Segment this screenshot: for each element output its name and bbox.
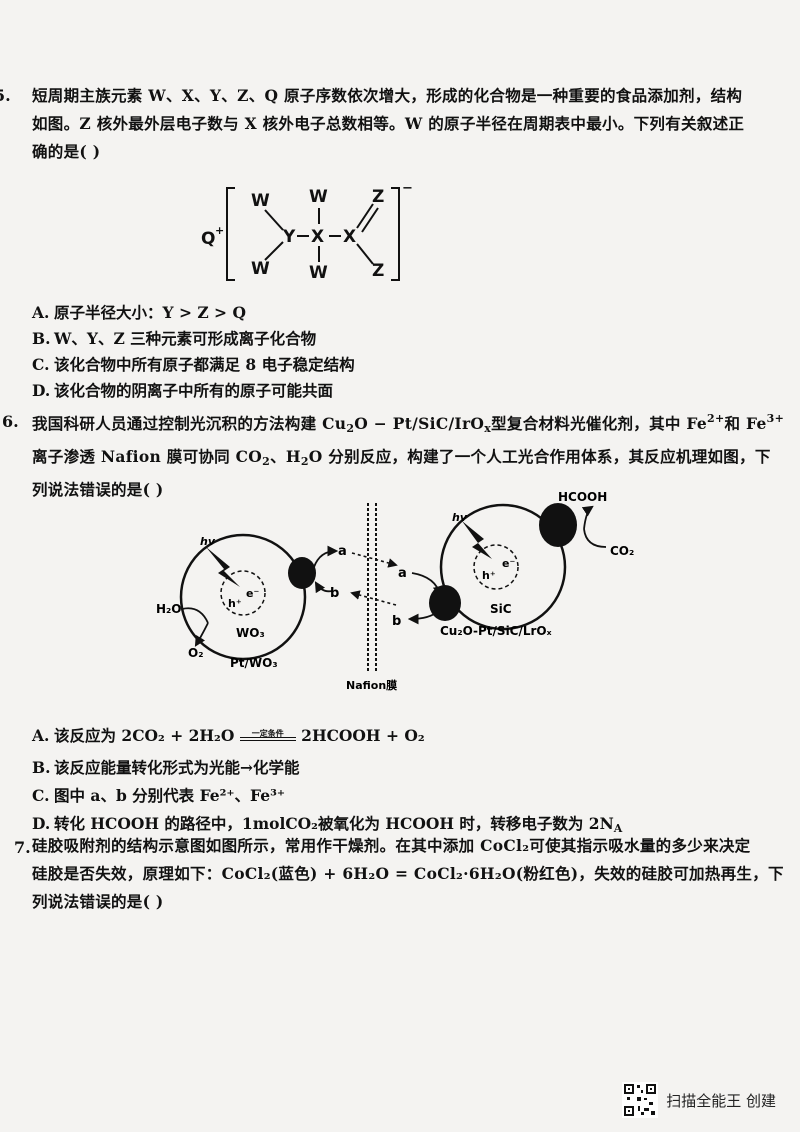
option-label: B. <box>32 329 51 348</box>
text-run: 我国科研人员通过控制光沉积的方法构建 Cu <box>32 414 347 433</box>
option-label: B. <box>32 758 51 777</box>
option-text: 转化 HCOOH 的路径中，1molCO₂被氧化为 HCOOH 时，转移电子数为… <box>54 814 614 833</box>
question-7-line: 硅胶吸附剂的结构示意图如图所示，常用作干燥剂。在其中添加 CoCl₂可使其指示吸… <box>32 836 751 855</box>
pt-cocatalyst-right <box>539 503 577 547</box>
q6-option-c: C.图中 a、b 分别代表 Fe²⁺、Fe³⁺ <box>32 784 285 808</box>
option-label: D. <box>32 814 51 833</box>
cu2o-cocatalyst <box>429 585 461 621</box>
question-7-number: 7. <box>14 838 31 857</box>
question-7-line: 硅胶是否失效，原理如下：CoCl₂(蓝色) + 6H₂O = CoCl₂·6H₂… <box>32 864 784 883</box>
q6-option-b: B.该反应能量转化形式为光能→化学能 <box>32 756 300 780</box>
atom-w: W <box>251 191 270 211</box>
co2-label: CO₂ <box>610 544 634 558</box>
option-label: D. <box>32 381 51 400</box>
question-6-number: 6. <box>2 412 19 431</box>
option-label: A. <box>32 303 50 322</box>
electron-label: e⁻ <box>246 587 259 600</box>
wo3-label: WO₃ <box>236 626 265 640</box>
q6-option-a: A.该反应为 2CO₂ + 2H₂O 一定条件 2HCOOH + O₂ <box>32 724 425 748</box>
hv-label: hv <box>200 535 216 548</box>
atom-z: Z <box>372 261 384 281</box>
subscript-a: A <box>613 822 623 835</box>
question-6-stem: 我国科研人员通过控制光沉积的方法构建 Cu2O − Pt/SiC/IrOx型复合… <box>32 405 786 504</box>
atom-x: X <box>311 227 324 247</box>
sic-inner-dashed <box>473 544 519 590</box>
label-a-left: a <box>338 544 347 559</box>
atom-w: W <box>309 263 328 283</box>
option-text: 该反应能量转化形式为光能→化学能 <box>54 758 300 777</box>
question-5-line: 如图。Z 核外最外层电子数与 X 核外电子总数相等。W 的原子半径在周期表中最小… <box>32 114 745 133</box>
atom-y: Y <box>282 227 296 247</box>
o2-label: O₂ <box>188 646 203 660</box>
label-b-left: b <box>330 586 339 601</box>
question-6-line: 我国科研人员通过控制光沉积的方法构建 Cu2O − Pt/SiC/IrOx型复合… <box>32 412 785 435</box>
watermark-text: 扫描全能王 创建 <box>666 1091 776 1110</box>
wo3-particle <box>179 533 307 661</box>
q5-option-c: C.该化合物中所有原子都满足 8 电子稳定结构 <box>32 353 355 377</box>
pt-wo3-label: Pt/WO₃ <box>230 656 278 670</box>
equation-left: 2CO₂ + 2H₂O <box>121 726 235 745</box>
electron-label: e⁻ <box>502 557 515 570</box>
text-run: O − Pt/SiC/IrO <box>354 414 485 433</box>
anion-charge: − <box>402 181 413 196</box>
atom-x: X <box>343 227 356 247</box>
hv-label: hv <box>452 511 468 524</box>
text-run: 和 Fe <box>724 414 767 433</box>
label-b-right: b <box>392 614 401 629</box>
text-run: 离子渗透 Nafion 膜可协同 CO <box>32 447 263 466</box>
hole-label: h⁺ <box>482 569 496 582</box>
question-7-stem: 硅胶吸附剂的结构示意图如图所示，常用作干燥剂。在其中添加 CoCl₂可使其指示吸… <box>32 832 786 916</box>
atom-w: W <box>309 187 328 207</box>
condition-text: 一定条件 <box>251 728 284 738</box>
option-text: W、Y、Z 三种元素可形成离子化合物 <box>54 329 317 348</box>
cation-charge: + <box>215 224 224 237</box>
q6-option-d: D.转化 HCOOH 的路径中，1molCO₂被氧化为 HCOOH 时，转移电子… <box>32 812 622 841</box>
atom-w: W <box>251 259 270 279</box>
text-run: O 分别反应，构建了一个人工光合作用体系，其反应机理如图，下 <box>308 447 771 466</box>
membrane-label: Nafion膜 <box>346 678 397 692</box>
hcooh-label: HCOOH <box>558 490 607 504</box>
question-5-line: 短周期主族元素 W、X、Y、Z、Q 原子序数依次增大，形成的化合物是一种重要的食… <box>32 86 743 105</box>
option-label: C. <box>32 786 50 805</box>
label-a-right: a <box>398 566 407 581</box>
h2o-label: H₂O <box>156 602 182 616</box>
option-text: 该反应为 <box>54 726 117 745</box>
photocatalysis-diagram: hv h⁺ e⁻ WO₃ Pt/WO₃ H₂O O₂ a b Nafion膜 a… <box>156 490 634 692</box>
option-text: 该化合物的阴离子中所有的原子可能共面 <box>54 381 334 400</box>
option-text: 该化合物中所有原子都满足 8 电子稳定结构 <box>54 355 355 374</box>
question-6-line: 列说法错误的是( ) <box>32 480 164 499</box>
text-run: 、H <box>270 447 301 466</box>
text-run: 型复合材料光催化剂，其中 Fe <box>491 414 708 433</box>
option-label: C. <box>32 355 50 374</box>
question-7-line: 列说法错误的是( ) <box>32 892 164 911</box>
option-text: 原子半径大小：Y > Z > Q <box>54 303 246 322</box>
right-catalyst-label: Cu₂O-Pt/SiC/LrOₓ <box>440 624 552 638</box>
wo3-inner-dashed <box>220 570 266 616</box>
qr-code-icon <box>622 1082 659 1118</box>
equation-condition: 一定条件 <box>239 728 296 741</box>
pt-cocatalyst-left <box>288 557 316 589</box>
question-5-structure: Q + W W W W Y X X Z Z − <box>201 181 413 283</box>
question-6-line: 离子渗透 Nafion 膜可协同 CO2、H2O 分别反应，构建了一个人工光合作… <box>32 447 771 468</box>
hole-label: h⁺ <box>228 597 242 610</box>
cation-q: Q <box>201 229 215 249</box>
option-text: 图中 a、b 分别代表 Fe²⁺、Fe³⁺ <box>54 786 286 805</box>
question-5-number: 5. <box>0 86 11 105</box>
question-5-line: 确的是( ) <box>32 142 101 161</box>
atom-z: Z <box>372 187 384 207</box>
equation-right: 2HCOOH + O₂ <box>301 726 425 745</box>
q5-option-a: A.原子半径大小：Y > Z > Q <box>32 301 246 325</box>
option-label: A. <box>32 726 50 745</box>
sic-particle <box>439 503 567 631</box>
light-bolt-icon <box>462 521 492 559</box>
sic-label: SiC <box>490 602 512 616</box>
light-bolt-icon <box>206 547 240 587</box>
scanner-watermark: 扫描全能王 创建 <box>622 1082 776 1118</box>
q5-option-b: B.W、Y、Z 三种元素可形成离子化合物 <box>32 327 316 351</box>
question-5-stem: 短周期主族元素 W、X、Y、Z、Q 原子序数依次增大，形成的化合物是一种重要的食… <box>32 82 786 166</box>
q5-option-d: D.该化合物的阴离子中所有的原子可能共面 <box>32 379 333 403</box>
